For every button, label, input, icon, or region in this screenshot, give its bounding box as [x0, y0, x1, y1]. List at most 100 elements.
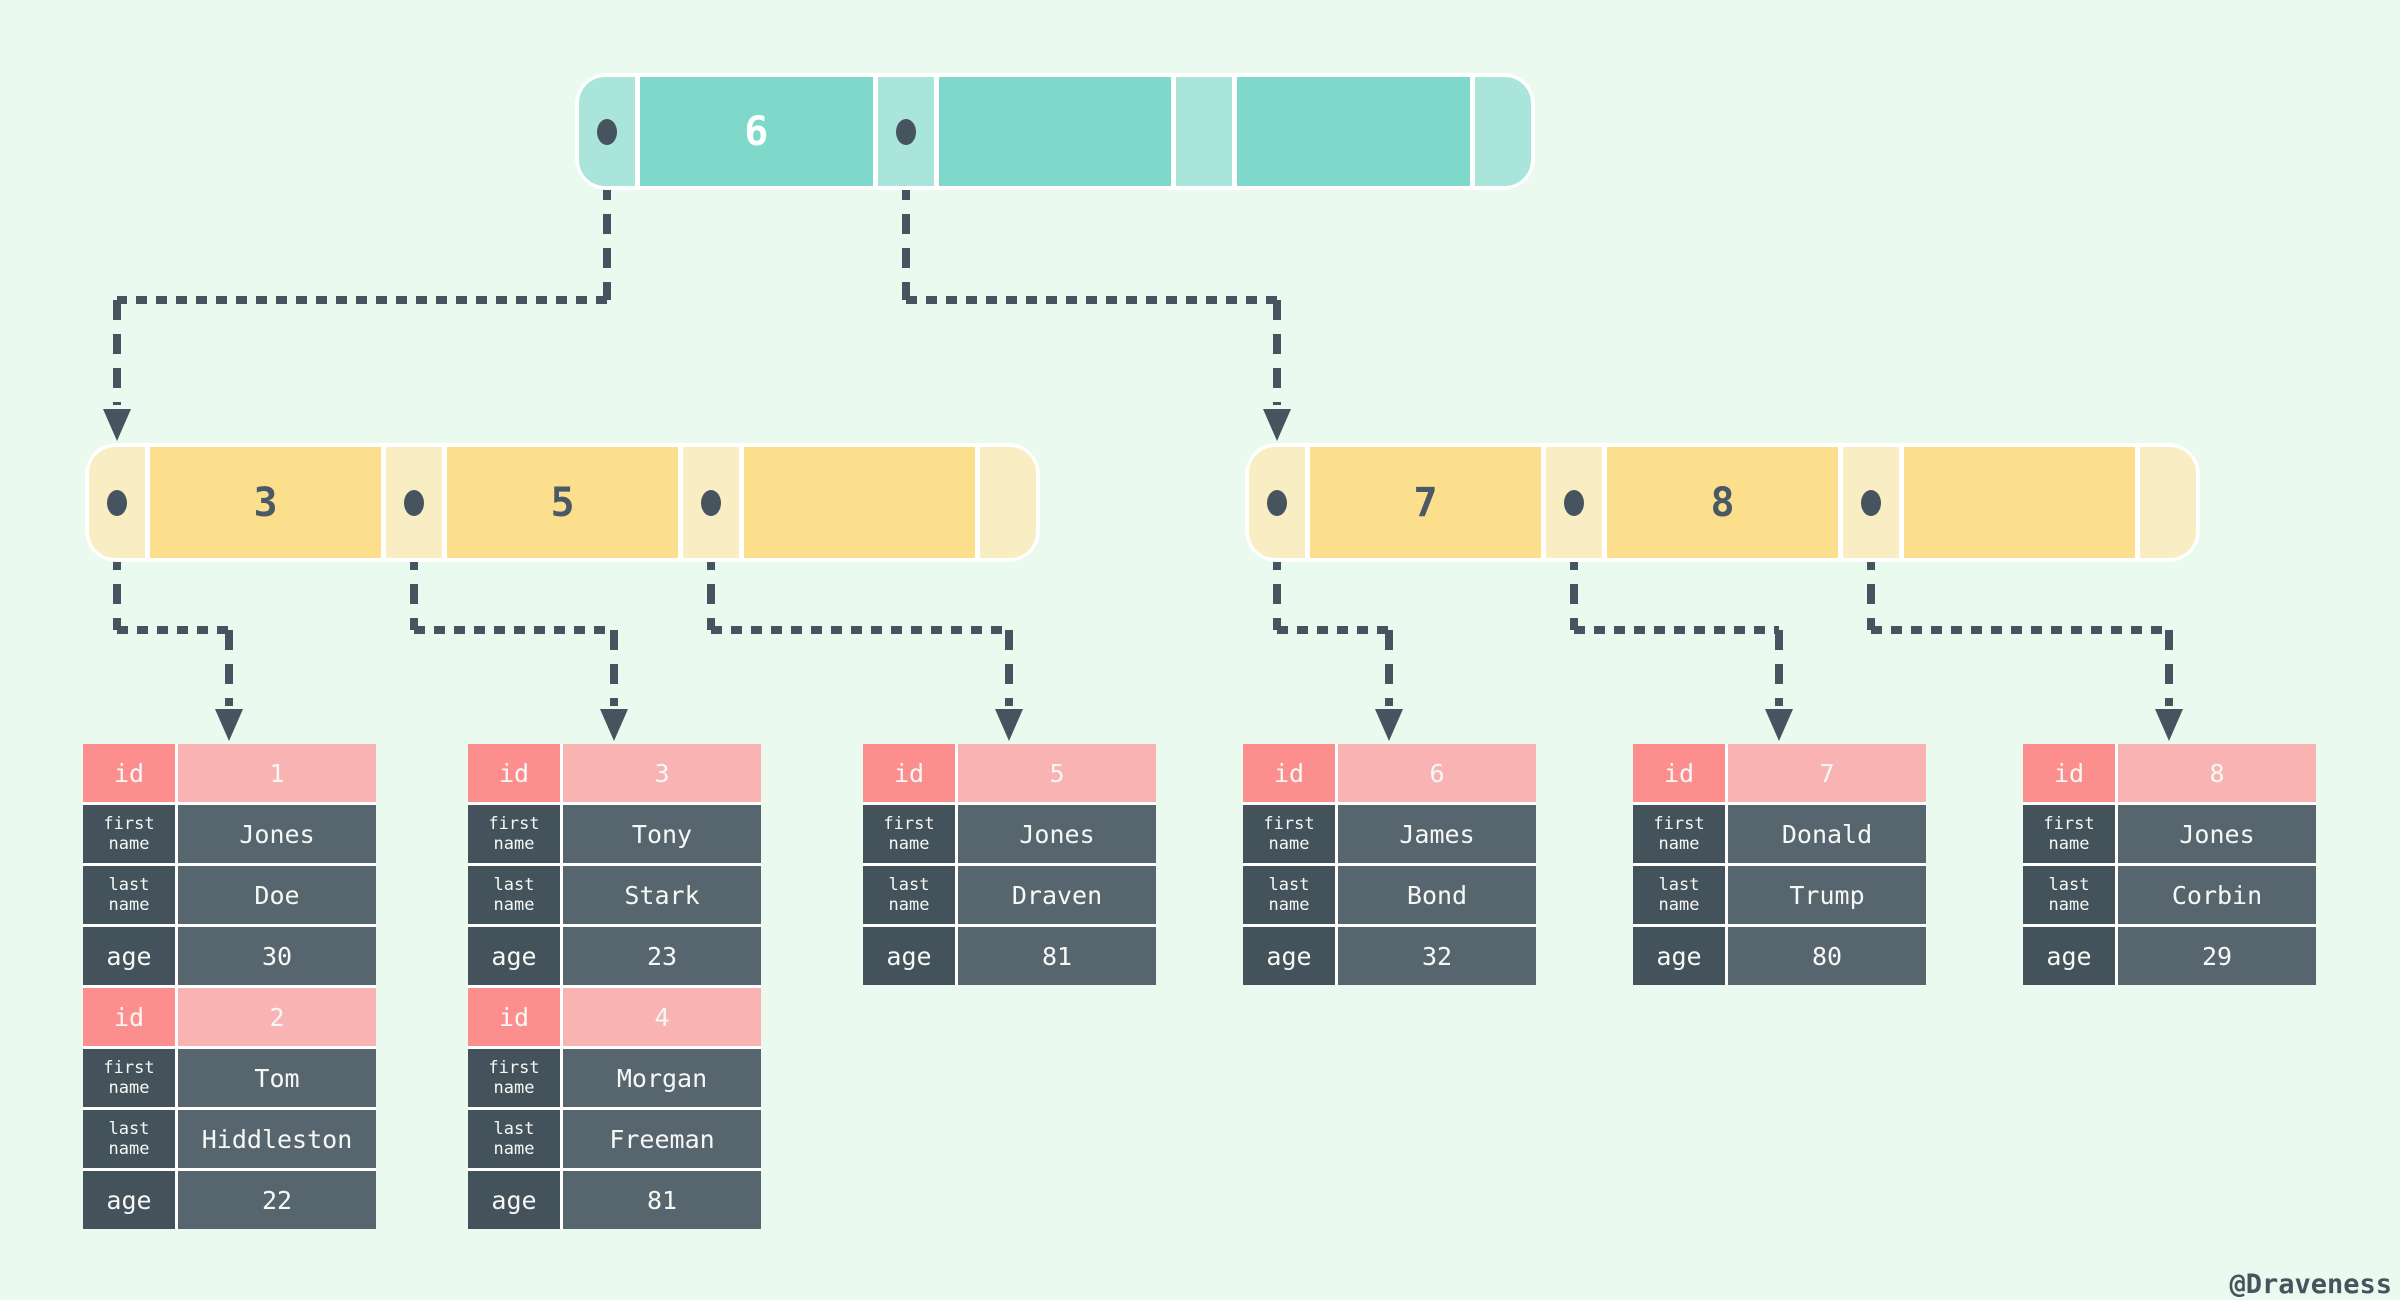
root-key-0: 6 [640, 77, 873, 186]
age-label: age [83, 927, 175, 985]
pointer-dot [597, 118, 617, 145]
id-value: 4 [563, 988, 761, 1046]
first-name-value: Jones [178, 805, 376, 863]
arrowhead [215, 709, 243, 741]
pointer-dot [895, 118, 916, 145]
right-node-pointer-2 [1843, 447, 1899, 558]
last-name-value: Draven [958, 866, 1156, 924]
root-key-1 [938, 77, 1172, 186]
age-value: 32 [1338, 927, 1536, 985]
age-label: age [863, 927, 955, 985]
id-value: 2 [178, 988, 376, 1046]
id-value: 8 [2118, 744, 2316, 802]
pointer-dot [1564, 489, 1584, 516]
age-value: 22 [178, 1171, 376, 1229]
last-name-value: Corbin [2118, 866, 2316, 924]
left-node-end-cap [980, 447, 1036, 558]
internal-node-left: 3 5 [85, 443, 1040, 562]
age-label: age [1633, 927, 1725, 985]
first-name-value: Donald [1728, 805, 1926, 863]
age-value: 23 [563, 927, 761, 985]
id-value: 7 [1728, 744, 1926, 802]
first-name-value: Tom [178, 1049, 376, 1107]
author-watermark: @Draveness [2229, 1269, 2392, 1300]
id-label: id [863, 744, 955, 802]
last-name-value: Doe [178, 866, 376, 924]
pointer-dot [404, 489, 424, 516]
age-value: 29 [2118, 927, 2316, 985]
id-label: id [83, 988, 175, 1046]
id-label: id [468, 744, 560, 802]
arrowhead [1765, 709, 1793, 741]
right-node-end-cap [2140, 447, 2196, 558]
age-value: 80 [1728, 927, 1926, 985]
arrowhead [1263, 409, 1291, 441]
left-node-key-0: 3 [150, 447, 381, 558]
id-value: 6 [1338, 744, 1536, 802]
right-node-key-0: 7 [1310, 447, 1541, 558]
pointer-dot [1861, 489, 1881, 516]
right-node-pointer-1 [1546, 447, 1602, 558]
id-value: 1 [178, 744, 376, 802]
pointer-dot [701, 489, 721, 516]
id-label: id [468, 988, 560, 1046]
first-name-value: Jones [958, 805, 1156, 863]
arrowhead [2155, 709, 2183, 741]
arrow-root-to-left-node [103, 146, 611, 441]
pointer-dot [1267, 489, 1287, 516]
root-pointer-1 [877, 77, 934, 186]
id-label: id [1243, 744, 1335, 802]
first-name-value: Morgan [563, 1049, 761, 1107]
age-label: age [2023, 927, 2115, 985]
age-label: age [468, 1171, 560, 1229]
id-label: id [83, 744, 175, 802]
right-node-key-1: 8 [1607, 447, 1838, 558]
last-name-value: Bond [1338, 866, 1536, 924]
arrowhead [600, 709, 628, 741]
id-label: id [2023, 744, 2115, 802]
root-pointer-2 [1176, 77, 1233, 186]
pointer-dot [107, 489, 127, 516]
age-label: age [83, 1171, 175, 1229]
root-key-2 [1237, 77, 1471, 186]
age-label: age [1243, 927, 1335, 985]
arrowhead [103, 409, 131, 441]
left-node-key-1: 5 [447, 447, 678, 558]
arrowhead [995, 709, 1023, 741]
left-node-pointer-2 [683, 447, 739, 558]
id-value: 5 [958, 744, 1156, 802]
left-node-pointer-0 [89, 447, 145, 558]
age-value: 30 [178, 927, 376, 985]
left-node-pointer-1 [386, 447, 442, 558]
age-value: 81 [563, 1171, 761, 1229]
root-node: 6 [575, 73, 1535, 190]
root-end-cap [1475, 77, 1532, 186]
id-label: id [1633, 744, 1725, 802]
last-name-value: Freeman [563, 1110, 761, 1168]
first-name-value: James [1338, 805, 1536, 863]
right-node-key-2 [1904, 447, 2135, 558]
root-pointer-0 [579, 77, 635, 186]
